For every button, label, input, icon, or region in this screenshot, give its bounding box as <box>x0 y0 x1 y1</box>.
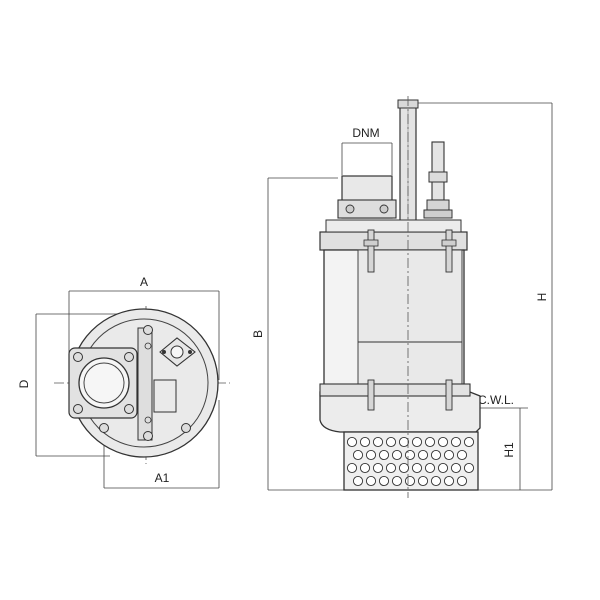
strainer-hole <box>450 436 462 448</box>
dimension-h1: H1 C.W.L. <box>478 393 528 490</box>
strainer-hole <box>378 449 390 461</box>
strainer-hole <box>443 475 455 487</box>
label-a: A <box>140 275 148 289</box>
strainer-hole <box>372 436 384 448</box>
side-view: H B H1 C.W.L. DNM <box>251 96 553 498</box>
strainer-hole <box>359 436 371 448</box>
strainer-hole <box>463 462 475 474</box>
strainer-hole <box>417 449 429 461</box>
strainer-hole <box>378 475 390 487</box>
strainer-hole <box>365 449 377 461</box>
outlet-flange <box>68 347 138 419</box>
strainer-hole <box>391 475 403 487</box>
strainer-hole <box>385 436 397 448</box>
strainer-hole <box>443 449 455 461</box>
strainer-hole <box>450 462 462 474</box>
strainer-hole <box>417 475 429 487</box>
label-h: H <box>535 293 549 302</box>
plan-view: A A1 D <box>17 275 230 489</box>
label-a1: A1 <box>155 471 170 485</box>
strainer-hole <box>430 475 442 487</box>
strainer-hole <box>430 449 442 461</box>
strainer-hole <box>346 436 358 448</box>
label-dnm: DNM <box>352 126 379 140</box>
label-cwl: C.W.L. <box>478 393 514 407</box>
strainer-hole <box>385 462 397 474</box>
pump-casing <box>319 379 481 433</box>
strainer-hole <box>437 462 449 474</box>
label-d: D <box>17 379 31 388</box>
strainer-hole <box>391 449 403 461</box>
strainer-hole <box>411 436 423 448</box>
strainer-hole <box>463 436 475 448</box>
strainer-hole <box>456 449 468 461</box>
strainer-hole <box>456 475 468 487</box>
strainer-hole <box>359 462 371 474</box>
strainer-hole <box>398 462 410 474</box>
discharge-outlet <box>337 175 397 219</box>
strainer-hole <box>352 449 364 461</box>
strainer-hole <box>411 462 423 474</box>
strainer-hole <box>372 462 384 474</box>
dimension-h: H <box>416 102 553 490</box>
dimension-d: D <box>17 313 120 457</box>
strainer-hole <box>346 462 358 474</box>
strainer-hole <box>424 462 436 474</box>
strainer-hole <box>437 436 449 448</box>
strainer <box>343 431 479 491</box>
strainer-hole <box>404 475 416 487</box>
strainer-hole <box>424 436 436 448</box>
dimension-dnm: DNM <box>341 126 393 175</box>
cable-entry <box>423 141 453 219</box>
label-b: B <box>251 330 265 338</box>
strainer-hole <box>404 449 416 461</box>
strainer-hole <box>352 475 364 487</box>
strainer-hole <box>365 475 377 487</box>
cable-gland <box>159 337 196 367</box>
label-h1: H1 <box>502 442 516 458</box>
motor-body <box>323 229 465 393</box>
strainer-hole <box>398 436 410 448</box>
dimension-b: B <box>251 177 338 490</box>
